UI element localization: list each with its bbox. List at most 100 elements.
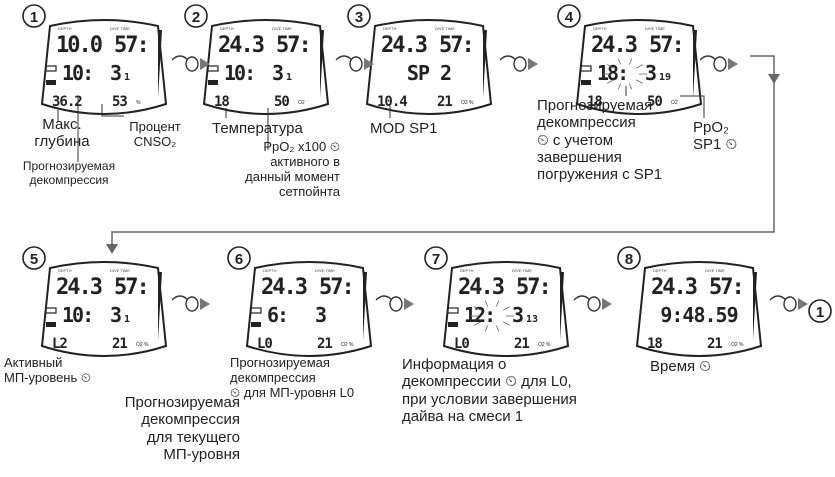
next-arrow: [404, 298, 414, 310]
lcd-bezel: [40, 261, 168, 357]
bottom-unit: O2 %: [538, 342, 551, 348]
depth-value: 24.3: [381, 33, 427, 58]
return-to-step-badge: 1: [808, 299, 832, 323]
lcd-bezel: [245, 261, 373, 357]
depth-caption: DEPTH: [220, 26, 234, 31]
label-active-mp-level: Активный МП-уровень ⏲: [4, 355, 92, 385]
bottom-right-value: 50: [274, 94, 289, 110]
depth-value: 24.3: [458, 275, 504, 300]
bottom-unit: O2 %: [136, 342, 149, 348]
label-predicted-deco-l0: Прогнозируемая декомпрессия ⏲ для МП-уро…: [230, 355, 355, 400]
step-badge: 2: [184, 4, 208, 28]
step-circle: [617, 246, 641, 270]
deco-stop-value: 12:: [464, 303, 494, 327]
press-button: [713, 56, 727, 72]
deco-stop-value: 18:: [597, 61, 627, 85]
step-badge: 1: [22, 4, 46, 28]
bar-graph: [560, 272, 564, 340]
deco-time-value: 1: [286, 72, 292, 83]
deco-depth-value: 3: [512, 303, 524, 327]
flash-rays: [603, 58, 647, 90]
step-number: 3: [355, 9, 363, 26]
dive-time-value: 57:: [114, 33, 148, 58]
bar-graph: [158, 272, 162, 340]
depth-caption: DEPTH: [58, 268, 72, 273]
bar-graph: [320, 30, 324, 98]
step-circle: [424, 246, 448, 270]
press-button: [513, 56, 527, 72]
bottom-right-value: 50: [647, 94, 662, 110]
next-arrow: [602, 298, 612, 310]
bottom-unit: %: [136, 100, 141, 106]
step-number: 1: [30, 9, 38, 26]
press-button: [783, 296, 797, 312]
lcd-bezel: [365, 19, 493, 115]
lcd-bezel: [202, 19, 330, 115]
flash-ray: [636, 64, 643, 69]
button-press-icon: [499, 55, 538, 72]
center-value: 9:48.59: [660, 303, 737, 327]
flash-ray: [484, 325, 489, 332]
step-badge: 7: [424, 246, 448, 270]
flow-connector: [111, 55, 775, 246]
ascent-icon: [46, 80, 56, 85]
flash-ray: [495, 325, 500, 332]
flash-ray: [617, 58, 622, 65]
bar-graph: [753, 272, 757, 340]
step-badge: 6: [227, 246, 251, 270]
lcd-bezel: [635, 261, 763, 357]
center-value: SP 2: [407, 61, 451, 85]
flow-arrowhead: [768, 74, 780, 84]
leader-line: [680, 95, 705, 118]
label-time: Время ⏲: [650, 358, 711, 375]
step-badge: 3: [347, 4, 371, 28]
press-arc: [769, 295, 787, 301]
bar-graph: [158, 30, 162, 98]
next-arrow: [798, 298, 808, 310]
button-press-icon: [375, 295, 414, 312]
label-temperature: Температура: [212, 120, 303, 137]
flash-ray: [474, 306, 481, 311]
deco-depth-value: 3: [315, 303, 327, 327]
battery-icon: [580, 65, 592, 72]
deco-time-value: 1: [124, 72, 130, 83]
bottom-right-value: 21: [317, 336, 332, 352]
dive-time-value: 57:: [516, 275, 550, 300]
bottom-unit: O2 %: [461, 100, 474, 106]
deco-depth-value: 3: [272, 61, 284, 85]
next-arrow: [200, 298, 210, 310]
dive-time-caption: DIVE TIME: [315, 268, 335, 273]
deco-time-value: 19: [659, 72, 671, 83]
flash-ray: [607, 64, 614, 69]
press-arc: [499, 55, 517, 61]
dive-time-caption: DIVE TIME: [512, 268, 532, 273]
depth-value: 24.3: [261, 275, 307, 300]
flash-ray: [628, 83, 633, 90]
label-ppo2-active-setpoint: PpO₂ x100 ⏲ активного в данный момент се…: [245, 139, 340, 199]
press-button: [587, 296, 601, 312]
next-arrow: [200, 58, 210, 70]
lcd-bezel: [40, 19, 168, 115]
bottom-left-value: 36.2: [52, 94, 82, 110]
flash-ray: [628, 58, 633, 65]
dive-time-value: 57:: [319, 275, 353, 300]
deco-depth-value: 3: [110, 303, 122, 327]
bottom-unit: O2: [671, 100, 678, 106]
press-arc: [171, 55, 189, 61]
press-arc: [171, 295, 189, 301]
press-button: [389, 296, 403, 312]
press-button: [185, 296, 199, 312]
label-cns-percent: Процент CNSO₂: [129, 119, 181, 149]
bottom-unit: O2 %: [731, 342, 744, 348]
dive-time-value: 57:: [114, 275, 148, 300]
dive-time-caption: DIVE TIME: [110, 26, 130, 31]
depth-value: 24.3: [651, 275, 697, 300]
bottom-right-value: 53: [112, 94, 127, 110]
bottom-left-value: 10.4: [377, 94, 407, 110]
flash-ray: [484, 300, 489, 307]
label-deco-info-l0: Информация о декомпрессии ⏲ для L0, при …: [402, 356, 577, 425]
